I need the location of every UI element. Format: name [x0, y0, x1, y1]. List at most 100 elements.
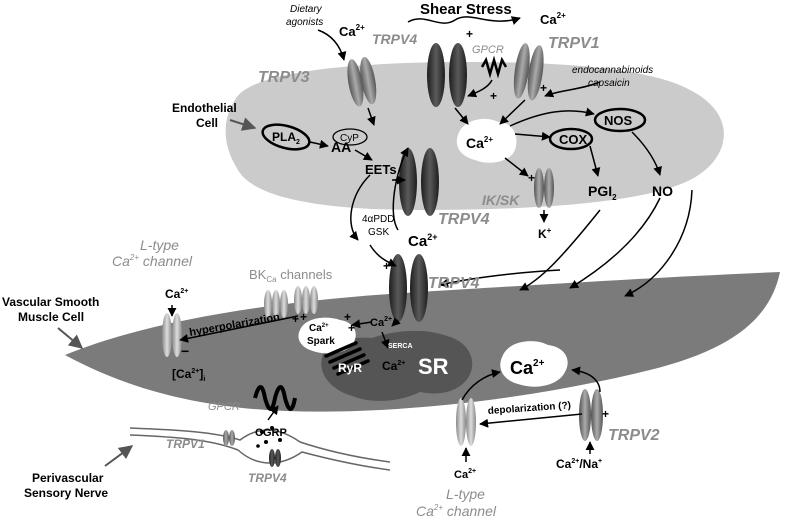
label-gpcr-top: GPCR	[472, 44, 504, 56]
label-capsaicin: capsaicin	[588, 78, 630, 89]
cyp-ellipse	[332, 128, 368, 146]
label-trpv1-bottom: TRPV1	[166, 437, 205, 451]
label-ryr: RyR	[338, 361, 362, 375]
label-aa: AA	[331, 139, 351, 155]
arrow-ca-up	[392, 147, 409, 231]
label-ca-na: Ca2+/Na+	[556, 457, 602, 471]
arrow-eets-down	[349, 174, 371, 241]
trpv4-channel-top	[427, 43, 467, 107]
label-spark-ca: Ca2+	[309, 323, 329, 334]
ryr-receptor	[324, 341, 370, 376]
arrow-to-smc-1	[569, 197, 661, 289]
trpv1-channel-bottom	[223, 430, 235, 446]
arrow-endothelial-pointer	[229, 117, 257, 131]
label-minus: −	[181, 343, 189, 359]
label-ca-top-right: Ca2+	[540, 11, 566, 27]
label-depolarization: depolarization (?)	[487, 400, 571, 417]
arrow-trpv4-ca	[454, 107, 469, 125]
label-ltype-bottom-1: L-type	[446, 486, 485, 502]
gpcr-icon-bottom	[253, 385, 297, 411]
label-pgi2: PGI2	[588, 183, 617, 202]
label-cyp: CyP	[340, 133, 359, 144]
plus-gpcr: +	[490, 89, 497, 103]
arrow-ca-spark	[351, 319, 373, 329]
label-trpv2: TRPV2	[608, 427, 660, 444]
label-endocannabinoids: endocannabinoids	[572, 65, 653, 76]
plus-trpv2: +	[602, 407, 609, 421]
trpv4-channel-bottom	[269, 449, 281, 467]
label-endothelial-2: Cell	[196, 116, 218, 130]
plus-bk-2: +	[300, 310, 307, 324]
bkca-channels	[264, 286, 318, 318]
label-cox: COX	[559, 132, 588, 147]
arrow-shear	[407, 16, 521, 25]
arrow-ca-cox	[514, 131, 551, 141]
label-ca-sr: Ca2+	[382, 359, 405, 373]
label-sr: SR	[418, 354, 449, 379]
trpv4-channel-mid	[399, 148, 439, 216]
label-perivascular-1: Perivascular	[32, 471, 104, 485]
label-gsk: GSK	[368, 227, 389, 238]
label-trpv1-top: TRPV1	[548, 35, 600, 52]
arrow-vsmc-pointer	[57, 327, 84, 349]
plus-trpv4-top: +	[466, 27, 473, 41]
label-ca-center: Ca2+	[466, 135, 493, 151]
arrow-cox-pgi2	[589, 145, 601, 177]
label-trpv4-bottom: TRPV4	[248, 471, 287, 485]
label-cgrp: CGRP	[255, 427, 287, 439]
arrow-endocannabinoid	[544, 81, 601, 98]
label-bkca: BKCa channels	[249, 267, 333, 284]
label-trpv4-top: TRPV4	[372, 31, 417, 47]
l-type-channel-left	[162, 313, 182, 357]
ik-sk-channel	[534, 168, 554, 208]
label-no: NO	[652, 183, 673, 199]
label-ik-sk: IK/SK	[482, 192, 520, 208]
trpv3-channel	[347, 56, 377, 107]
label-dietary-1: Dietary	[290, 4, 323, 15]
label-gpcr-bottom: GPCR	[208, 401, 240, 413]
arrow-trpv3-ca	[367, 107, 376, 126]
label-spark: Spark	[307, 336, 335, 347]
label-dietary-2: agonists	[286, 17, 323, 28]
plus-bk-3: +	[344, 310, 351, 324]
label-vsmc-2: Muscle Cell	[18, 310, 84, 324]
arrow-ca-iksk	[504, 157, 529, 177]
arrow-ltype-bottom-ca	[461, 369, 501, 401]
arrow-nos-no	[631, 131, 662, 176]
ca-cloud-sr	[500, 341, 568, 387]
arrow-to-smc-4	[439, 269, 561, 288]
label-ca-big: Ca2+	[510, 358, 545, 378]
arrow-ca-sr	[380, 331, 390, 349]
label-ca-ltype-bottom: Ca2+	[454, 468, 476, 481]
arrow-dietary	[317, 29, 347, 61]
cgrp-vesicles	[256, 426, 282, 448]
label-endothelial-1: Endothelial	[172, 101, 237, 115]
arrow-trpv2-ca	[571, 366, 601, 393]
arrow-ca-nos	[509, 107, 595, 127]
label-pla2: PLA2	[272, 130, 300, 146]
ca-cloud-endothelium	[456, 118, 517, 163]
label-trpv4-lower: TRPV4	[428, 275, 480, 292]
label-trpv3: TRPV3	[258, 69, 310, 86]
trpv2-channel	[579, 389, 603, 441]
plus-bk-1: +	[292, 312, 299, 326]
nos-ellipse	[593, 107, 647, 133]
arrow-aa-eets	[354, 149, 373, 161]
plus-cgrp: +	[270, 401, 277, 415]
label-ltype-top-2: Ca2+ channel	[112, 253, 193, 269]
perivascular-nerve	[129, 427, 391, 471]
label-nos: NOS	[604, 113, 633, 128]
arrow-cgrp	[267, 405, 279, 421]
label-ltype-top-1: L-type	[140, 237, 179, 253]
label-perivascular-2: Sensory Nerve	[24, 486, 108, 500]
label-vsmc-1: Vascular Smooth	[2, 295, 99, 309]
arrow-gsk-trpv4	[369, 244, 397, 267]
ca-spark-cloud	[298, 317, 356, 354]
arrow-gpcr-trpv4	[467, 79, 493, 98]
trpv4-channel-lower	[389, 254, 428, 322]
label-ca-spark-source: Ca2+	[370, 316, 392, 329]
label-shear-stress: Shear Stress	[420, 1, 512, 18]
arrow-depolarization	[479, 413, 583, 428]
arrow-trpv4-ca-smc	[391, 317, 401, 327]
